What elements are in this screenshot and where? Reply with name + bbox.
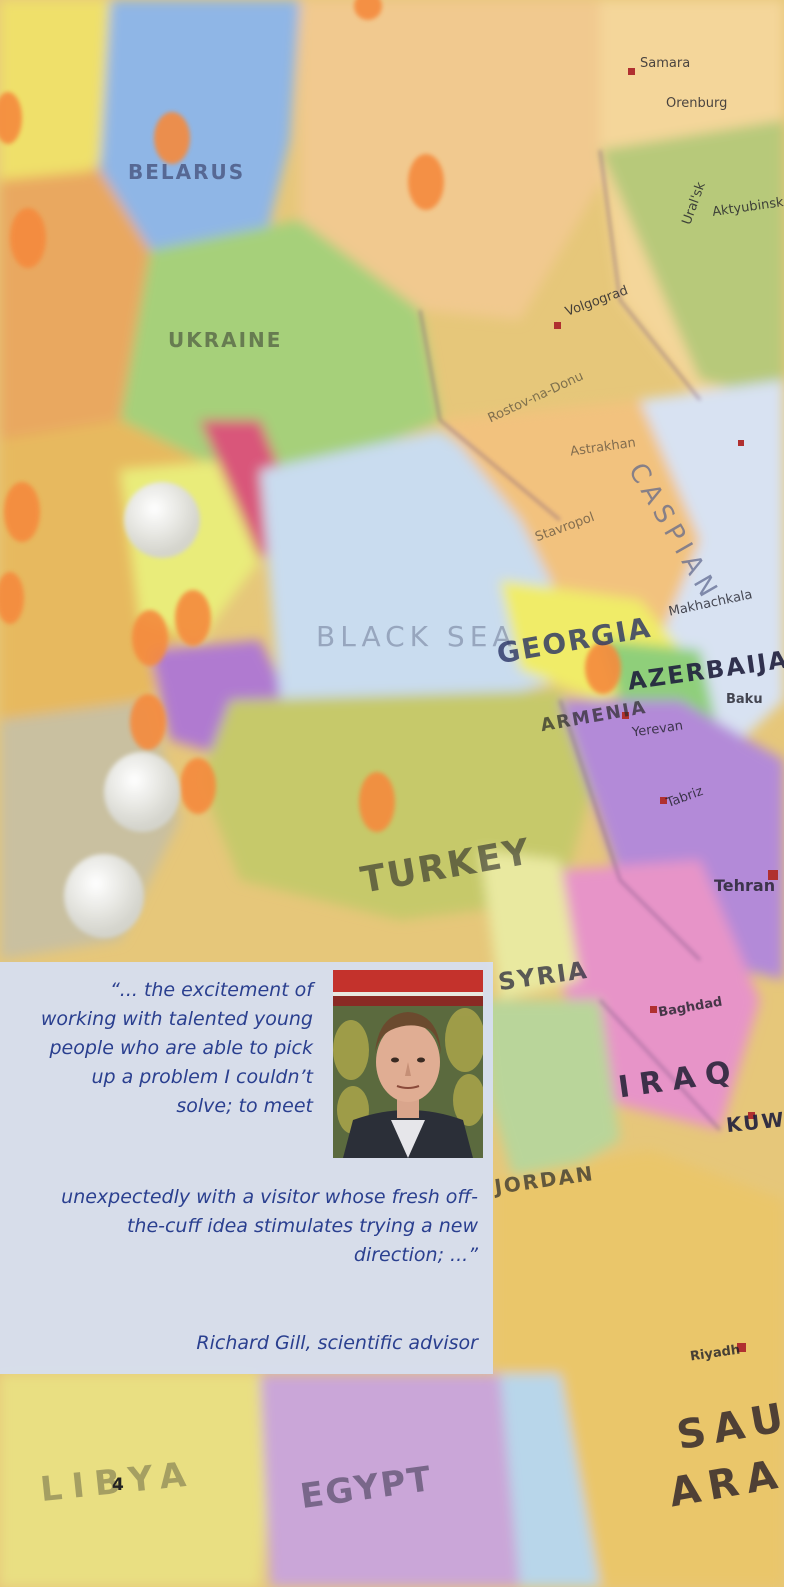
map-pins-orange (0, 0, 621, 832)
map-label-ukraine: UKRAINE (168, 328, 283, 352)
page-number: 4 (112, 1475, 124, 1495)
quote-part-1: “... the excitement of working with tale… (40, 979, 313, 1117)
city-label-tehran: Tehran (714, 876, 776, 895)
map-label-black-sea: BLACK SEA (316, 620, 517, 653)
city-label-orenburg: Orenburg (666, 96, 728, 111)
map-label-belarus: BELARUS (128, 160, 246, 184)
city-dots (554, 68, 778, 1352)
city-label-samara: Samara (640, 56, 691, 71)
right-margin (784, 0, 795, 1587)
person-portrait-icon (333, 970, 483, 1158)
quote-attribution: Richard Gill, scientific advisor (196, 1332, 478, 1354)
city-label-baku: Baku (726, 692, 763, 707)
borders (419, 149, 721, 1131)
portrait-photo (333, 970, 483, 1158)
map-pins-white (64, 482, 200, 938)
quote-part-2: unexpectedly with a visitor whose fresh … (61, 1186, 478, 1266)
